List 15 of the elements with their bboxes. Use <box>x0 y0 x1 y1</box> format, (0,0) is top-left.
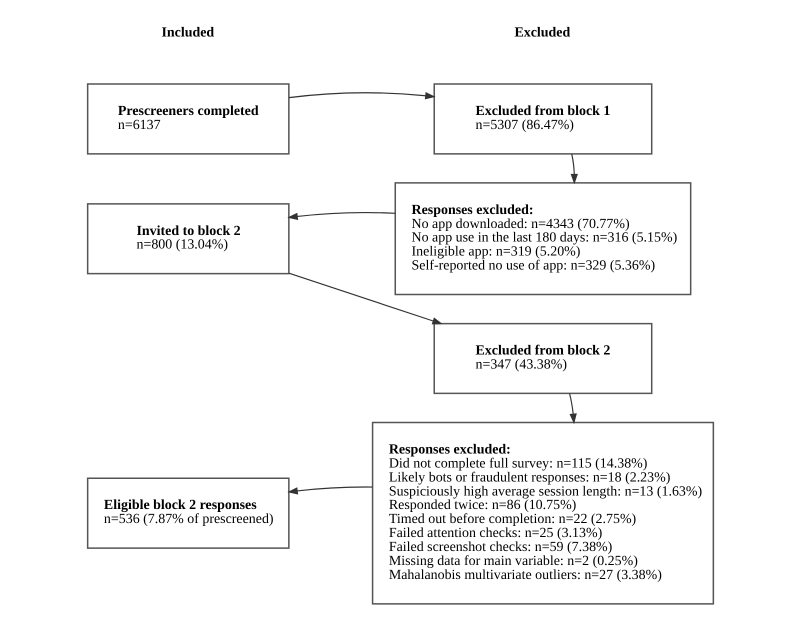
node-box: Prescreeners completed n=6137 <box>86 83 290 155</box>
node-box: Invited to block 2 n=800 (13.04%) <box>86 203 290 274</box>
arrow <box>568 393 576 424</box>
arrow <box>570 154 578 184</box>
arrow <box>286 486 372 494</box>
arrow <box>286 212 395 220</box>
arrow <box>288 92 436 100</box>
node-box: Excluded from block 1 n=5307 (86.47%) <box>432 83 652 155</box>
arrow <box>288 272 442 324</box>
node-box: Responses excluded: No app downloaded: n=4343 (70.77%) No app use in the last 180 days: n=316 (5.15%) Ineligible app: n=319 (5.20%) Self-reported no use of app: n=329 (5.36%) <box>394 182 691 296</box>
node-box: Excluded from block 2 n=347 (43.38%) <box>432 322 652 394</box>
label: Included <box>161 25 214 40</box>
node-box: Responses excluded: Did not complete full survey: n=115 (14.38%) Likely bots or fraudulent responses: n=18 (2.23%) Suspiciously high average session length: n=13 (1.63%) Responded twice: n=86 (10.75%) Timed out before completion: n=22 (2.75%) Failed attention checks: n=25 (3.13%) Failed screenshot checks: n=59 (7.38%) Missing data for main variable: n=2 (0.25%) Mahalanobis multivariate outliers: n=27 (3.38%) <box>371 422 714 605</box>
label: Excluded <box>514 25 570 40</box>
node-box: Eligible block 2 responses n=536 (7.87% of prescreened) <box>86 478 290 549</box>
